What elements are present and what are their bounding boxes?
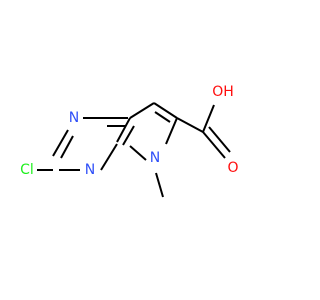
bond-c5-c6-double <box>154 111 171 123</box>
bond-c2-n3-double <box>60 135 74 159</box>
bond-c6-carboxyl <box>176 117 204 133</box>
bond-carboxyl-oh <box>202 104 215 133</box>
bond-carboxyl-o-double-b <box>208 126 231 153</box>
bond-c4a-c5 <box>129 102 155 119</box>
atom-n7-label: N <box>150 150 160 166</box>
bond-c4a-c7a <box>116 117 131 143</box>
atom-oh-label: OH <box>212 84 234 100</box>
bond-n7-c7a <box>129 145 147 161</box>
bond-c7a-c4a-inner <box>122 125 135 146</box>
atom-n3-label: N <box>69 110 79 126</box>
bond-c5-c6 <box>153 102 178 119</box>
bond-c2-n3 <box>52 129 69 157</box>
atom-n1-label: N <box>85 162 95 178</box>
atom-o-carbonyl-label: O <box>227 160 238 176</box>
bond-c7a-n1 <box>100 143 118 171</box>
bond-carboxyl-o-double-a <box>202 131 226 159</box>
atom-cl-label: Cl <box>20 162 34 178</box>
chemical-structure: N N N Cl OH O <box>20 84 239 198</box>
bond-n7-methyl <box>155 172 164 198</box>
bond-c6-n7 <box>165 117 178 145</box>
